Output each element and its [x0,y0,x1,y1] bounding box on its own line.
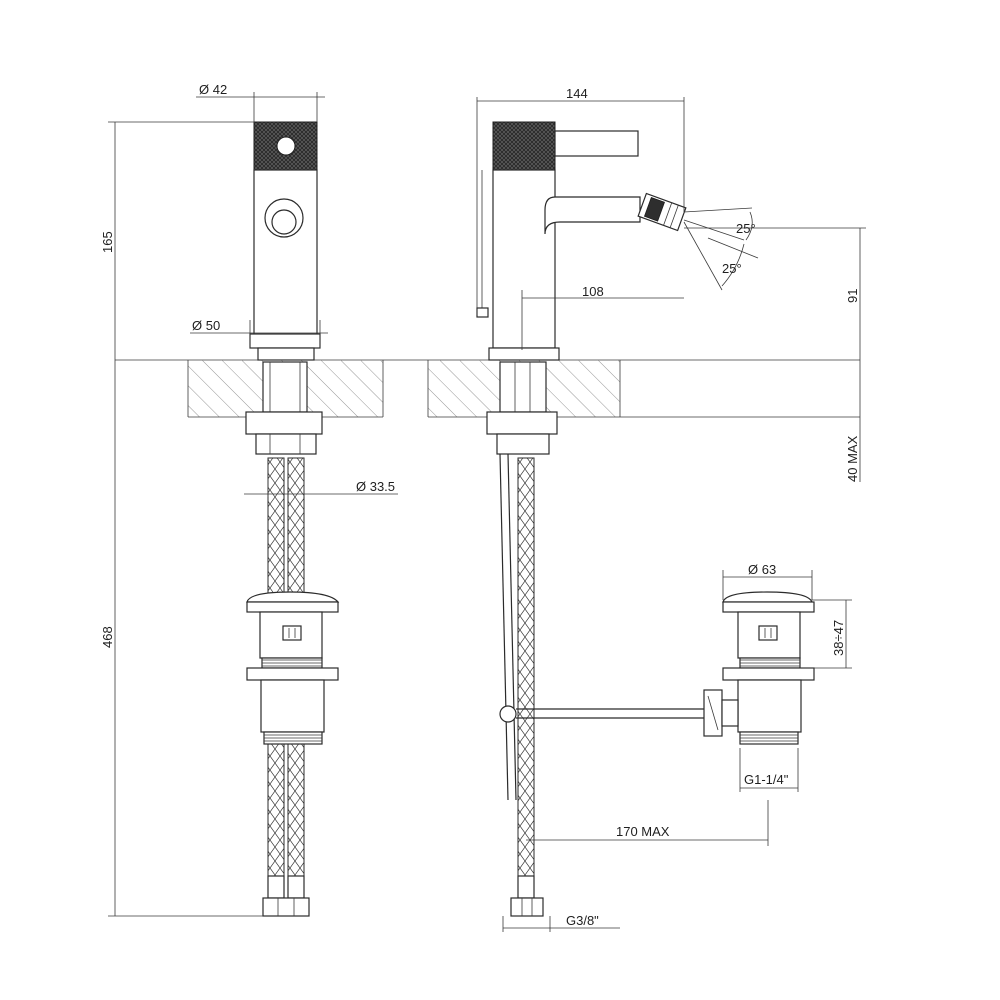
label-overall-width: 144 [566,86,588,101]
label-spout-reach: 108 [582,284,604,299]
label-angle-up: 25° [736,221,756,236]
label-top-diameter: Ø 42 [199,82,227,97]
label-angle-down: 25° [722,261,742,276]
side-view [476,121,704,917]
dimension-lines [108,92,866,932]
label-waste-height-range: 38÷47 [831,620,846,656]
front-view [245,121,323,917]
label-height-above-deck: 165 [100,231,115,253]
label-overall-height: 468 [100,626,115,648]
countertop-section [115,359,860,418]
popup-waste-side [703,591,815,745]
label-waste-thread: G1-1/4" [744,772,789,787]
bidet-spout [544,196,641,235]
label-spout-height: 91 [845,289,860,303]
knurled-handle-side [492,121,556,171]
faucet-body-front [253,169,318,335]
faucet-body-side [492,169,556,349]
label-deck-thickness: 40 MAX [845,435,860,482]
label-waste-diameter: Ø 63 [748,562,776,577]
label-base-diameter: Ø 50 [192,318,220,333]
label-hose-diameter: Ø 33.5 [356,479,395,494]
handle-lever [554,130,639,157]
label-inlet-thread: G3/8" [566,913,599,928]
popup-waste-front [246,591,340,745]
label-rod-reach: 170 MAX [616,824,670,839]
